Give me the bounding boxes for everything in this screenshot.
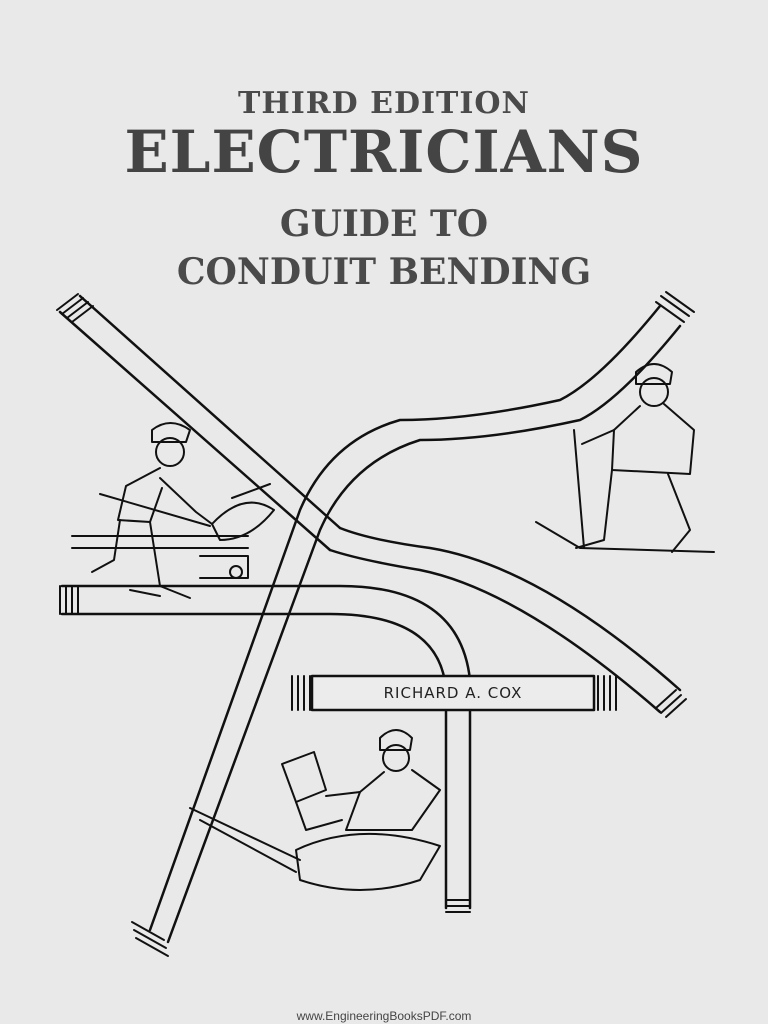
conduit-end-thread-top-right [655, 291, 695, 323]
worker-with-bending-machine-icon [71, 422, 275, 599]
edition-label: THIRD EDITION [238, 86, 530, 121]
conduit-offset-bend [148, 304, 682, 944]
conduit-author-pipe [291, 674, 617, 712]
conduit-end-thread-bottom [445, 899, 471, 913]
conduit-end-thread-left [59, 585, 79, 615]
subtitle-line-1: GUIDE TO [279, 203, 489, 245]
worker-with-hand-bender-icon [535, 363, 715, 553]
subtitle-line-2: CONDUIT BENDING [176, 251, 592, 293]
book-title: ELECTRICIANS [124, 118, 644, 186]
conduit-end-thread-top-left [56, 293, 94, 323]
worker-with-electric-bender-icon [189, 729, 441, 891]
conduit-end-thread-right [655, 689, 687, 718]
conduit-diagonal [58, 294, 682, 714]
watermark-url: www.EngineeringBooksPDF.com [296, 1009, 472, 1023]
conduit-elbow [60, 584, 472, 910]
author-name: RICHARD A. COX [383, 684, 523, 702]
conduit-end-thread-bottom-left [131, 921, 169, 957]
